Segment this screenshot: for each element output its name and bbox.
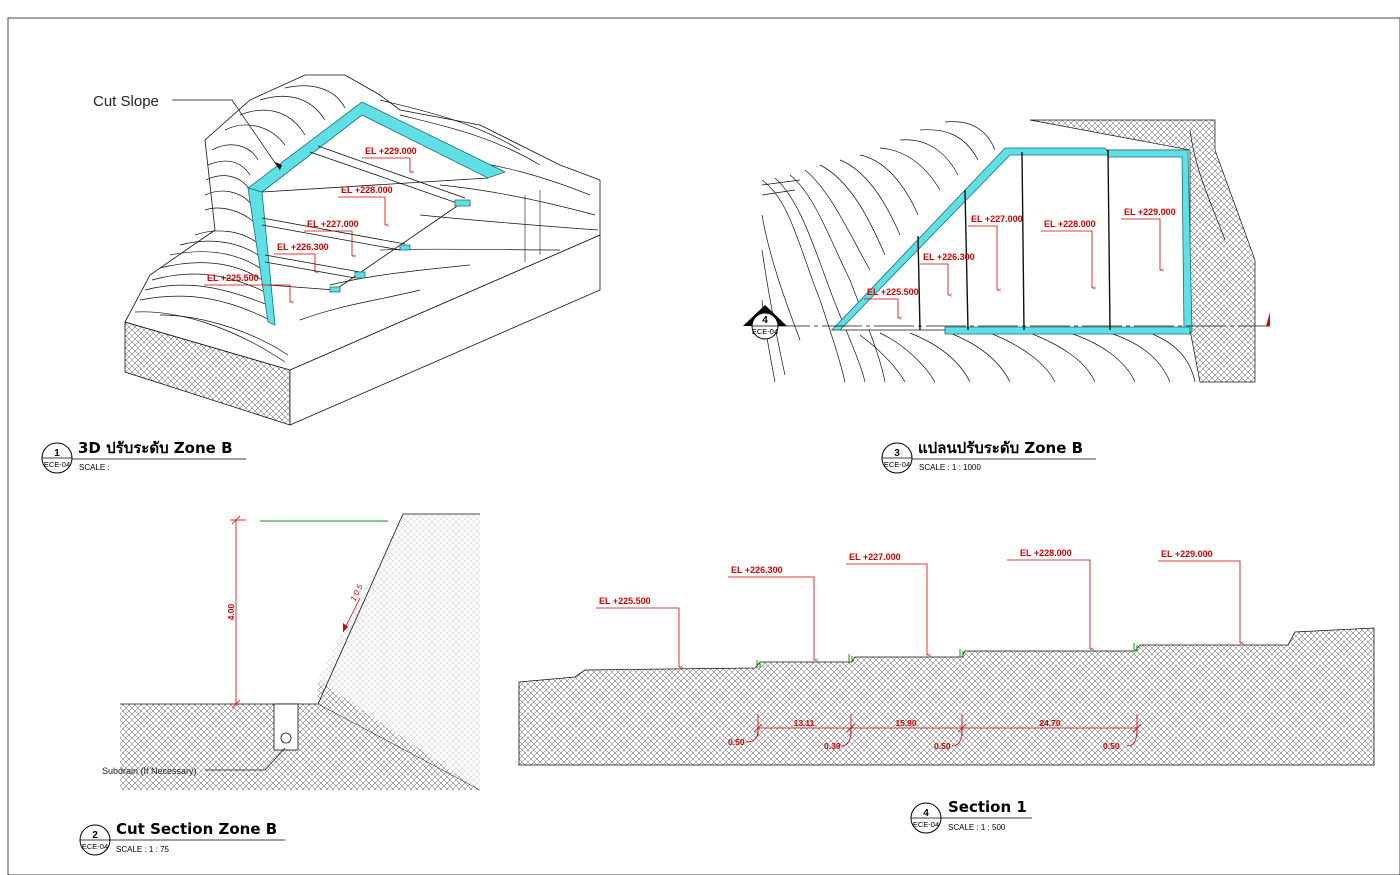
elevation-labels-section: EL +225.500 EL +226.300 EL +227.000 EL +… <box>596 548 1240 667</box>
ground-hatch <box>120 680 480 790</box>
view-3d-grading: Cut Slope EL +229.000 EL +228.000 EL +22… <box>93 74 601 426</box>
el-label-229: EL +229.000 <box>365 146 417 156</box>
subdrain-pipe <box>280 732 292 744</box>
svg-text:2: 2 <box>92 830 98 841</box>
sec-el-225: EL +225.500 <box>599 596 651 606</box>
plan-benches <box>917 149 1111 331</box>
sec-el-229: EL +229.000 <box>1161 549 1213 559</box>
svg-text:ECE-04: ECE-04 <box>913 820 939 829</box>
svg-text:ECE-04: ECE-04 <box>884 460 910 469</box>
view-plan-grading: 4 ECE-04 EL +229.000 EL +228.000 EL +227… <box>743 119 1270 383</box>
step-0-39: 0.39 <box>824 741 841 751</box>
view-1-title: 3D ปรับระดับ Zone B <box>78 439 233 457</box>
el-label-226: EL +226.300 <box>277 242 329 252</box>
svg-text:ECE-04: ECE-04 <box>752 327 778 336</box>
section-ground <box>518 627 1375 766</box>
plan-el-225: EL +225.500 <box>867 287 919 297</box>
el-label-225: EL +225.500 <box>207 273 259 283</box>
svg-text:ECE-04: ECE-04 <box>82 842 108 851</box>
height-dim-value: 4.00 <box>226 603 236 620</box>
view-3-scale: SCALE : 1 : 1000 <box>919 463 981 472</box>
view-1-scale: SCALE : <box>79 463 110 472</box>
elevation-labels-3d: EL +229.000 EL +228.000 EL +227.000 EL +… <box>204 146 417 302</box>
cut-slope-left <box>247 187 276 326</box>
step-0-50-c: 0.50 <box>1103 741 1120 751</box>
elevation-labels-plan: EL +229.000 EL +228.000 EL +227.000 EL +… <box>864 207 1176 318</box>
view-3-title: แปลนปรับระดับ Zone B <box>918 439 1083 457</box>
el-label-227: EL +227.000 <box>307 219 359 229</box>
plan-el-226: EL +226.300 <box>923 252 975 262</box>
title-view-2: 2 ECE-04 Cut Section Zone B SCALE : 1 : … <box>79 820 285 856</box>
plan-platform <box>831 149 1186 331</box>
view-2-title: Cut Section Zone B <box>116 820 277 838</box>
bench-markers <box>756 643 1138 668</box>
svg-text:3: 3 <box>894 448 900 459</box>
view-4-title: Section 1 <box>948 798 1027 816</box>
section-dimensions: 13.11 15.90 24.70 0.50 0.39 0.50 0.50 <box>728 714 1142 751</box>
plan-el-228: EL +228.000 <box>1044 219 1096 229</box>
plan-el-227: EL +227.000 <box>971 214 1023 224</box>
dim-13-11: 13.11 <box>794 718 815 728</box>
dim-24-70: 24.70 <box>1039 718 1061 728</box>
el-label-228: EL +228.000 <box>341 185 393 195</box>
svg-text:4: 4 <box>923 808 929 819</box>
sec-el-227: EL +227.000 <box>849 552 901 562</box>
subdrain-label: Subdrain (If Necessary) <box>102 766 197 776</box>
view-2-scale: SCALE : 1 : 75 <box>116 845 169 854</box>
sheet-border <box>7 17 1400 875</box>
title-view-4: 4 ECE-04 Section 1 SCALE : 1 : 500 <box>910 798 1032 834</box>
view-section-1: EL +225.500 EL +226.300 EL +227.000 EL +… <box>518 548 1375 766</box>
view-4-scale: SCALE : 1 : 500 <box>948 823 1006 832</box>
contours-3d <box>134 85 599 363</box>
svg-text:4: 4 <box>762 315 768 326</box>
sec-el-228: EL +228.000 <box>1020 548 1072 558</box>
step-0-50-b: 0.50 <box>934 741 951 751</box>
title-view-1: 1 ECE-04 3D ปรับระดับ Zone B SCALE : <box>41 439 246 474</box>
sec-el-226: EL +226.300 <box>731 565 783 575</box>
title-view-3: 3 ECE-04 แปลนปรับระดับ Zone B SCALE : 1 … <box>881 439 1096 474</box>
svg-text:ECE-04: ECE-04 <box>44 460 70 469</box>
contours-plan <box>761 121 1226 383</box>
plan-rock-hatch <box>1029 119 1256 383</box>
svg-text:1: 1 <box>54 448 60 459</box>
view-cut-section: Subdrain (If Necessary) 4.00 1:0.5 <box>102 513 481 791</box>
cut-slope-callout: Cut Slope <box>93 93 159 110</box>
dim-15-90: 15.90 <box>895 718 917 728</box>
plan-el-229: EL +229.000 <box>1124 207 1176 217</box>
step-0-50-a: 0.50 <box>728 737 745 747</box>
cut-slope-light-hatch <box>318 514 480 790</box>
terrain-top <box>124 74 601 371</box>
section-marker-4: 4 ECE-04 <box>743 305 787 340</box>
